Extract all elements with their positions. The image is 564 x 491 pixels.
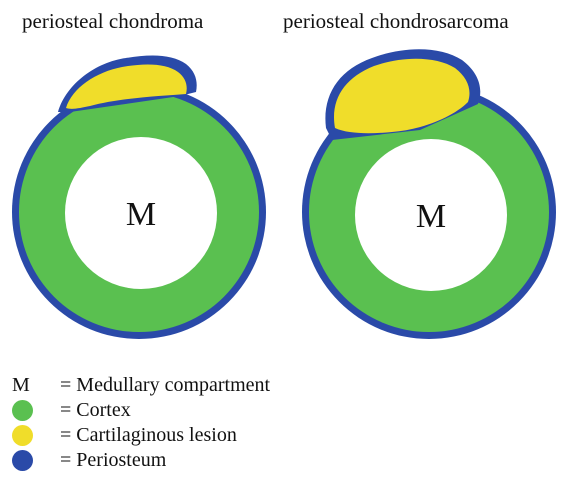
blue-dot-icon (12, 450, 33, 471)
bone-cross-section-figure: M M (0, 0, 564, 370)
legend-label-periosteum: = Periosteum (60, 448, 166, 473)
yellow-dot-icon (12, 425, 33, 446)
legend-label-cortex: = Cortex (60, 398, 131, 423)
green-dot-icon (12, 400, 33, 421)
medullary-label-left: M (126, 196, 156, 233)
legend-key-periosteum (8, 450, 60, 471)
legend-item-periosteum: = Periosteum (8, 448, 270, 473)
legend-key-cortex (8, 400, 60, 421)
legend-item-cortex: = Cortex (8, 398, 270, 423)
chondroma-cross-section: M (12, 56, 266, 339)
legend-item-lesion: = Cartilaginous lesion (8, 423, 270, 448)
legend: M = Medullary compartment = Cortex = Car… (8, 373, 270, 473)
legend-label-lesion: = Cartilaginous lesion (60, 423, 237, 448)
chondrosarcoma-cross-section: M (302, 49, 556, 339)
legend-key-medullary: M (8, 373, 60, 398)
legend-key-lesion (8, 425, 60, 446)
legend-label-medullary: = Medullary compartment (60, 373, 270, 398)
legend-symbol-m: M (12, 373, 30, 398)
medullary-label-right: M (416, 198, 446, 235)
legend-item-medullary: M = Medullary compartment (8, 373, 270, 398)
